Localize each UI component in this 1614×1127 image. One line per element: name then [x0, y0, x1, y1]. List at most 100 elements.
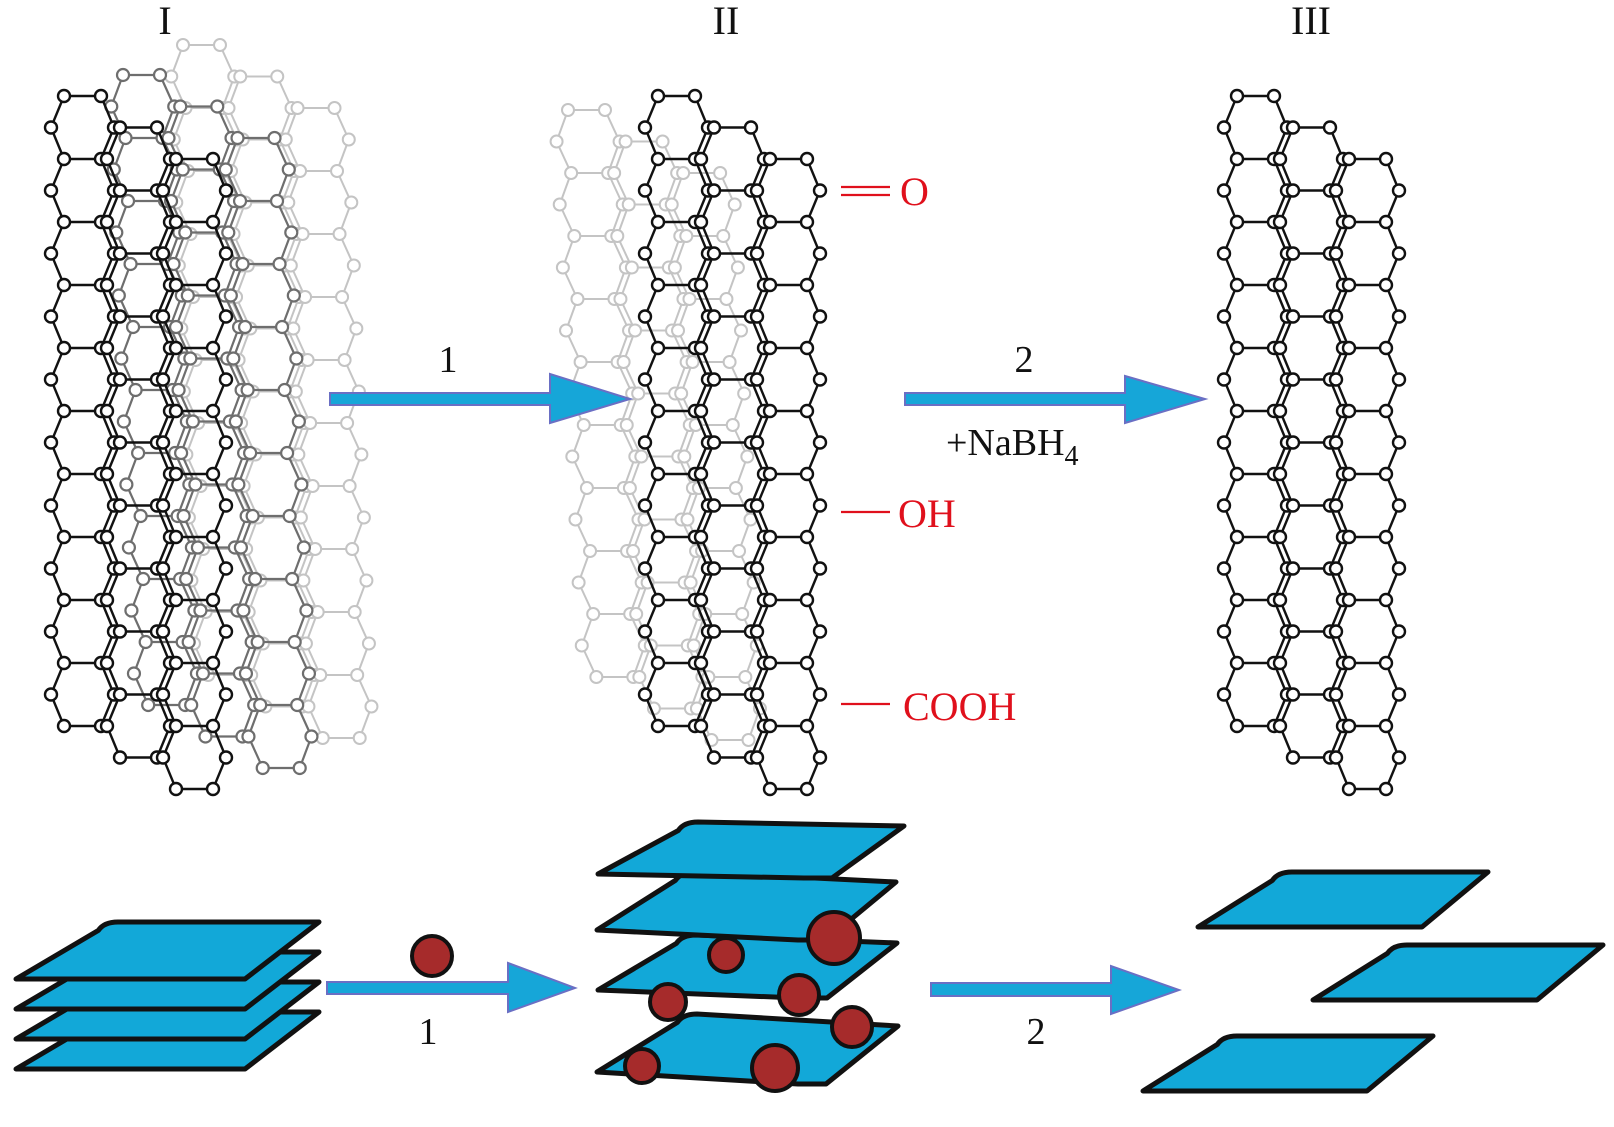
carbon-atom — [737, 386, 752, 401]
carbon-atom — [155, 687, 171, 702]
reduced-graphene-lattice — [1216, 88, 1407, 797]
carbon-atom — [637, 687, 653, 702]
carbon-atom — [799, 655, 815, 671]
lattice-layer — [1216, 88, 1407, 797]
carbon-atom — [173, 99, 188, 114]
carbon-atom — [218, 750, 234, 765]
carbon-atom — [218, 435, 234, 450]
carbon-atom — [288, 384, 303, 399]
graphite-lattice-stack — [43, 38, 379, 797]
carbon-atom — [340, 416, 355, 430]
carbon-atom — [1328, 687, 1344, 702]
carbon-atom — [679, 229, 694, 243]
carbon-atom — [112, 372, 128, 387]
graphene-oxide-lattice — [549, 88, 828, 797]
carbon-atom — [345, 542, 360, 556]
carbon-atom — [176, 508, 191, 524]
carbon-atom — [1285, 561, 1301, 576]
carbon-atom — [1229, 277, 1245, 293]
carbon-atom — [676, 166, 691, 180]
carbon-atom — [762, 403, 778, 419]
carbon-atom — [346, 258, 361, 273]
carbon-atom — [168, 319, 184, 335]
carbon-atom — [1328, 750, 1344, 765]
carbon-atom — [799, 340, 815, 356]
carbon-atom — [176, 38, 190, 52]
oxidized-sheet — [594, 1011, 901, 1087]
carbon-atom — [1328, 372, 1344, 387]
carbon-atom — [634, 449, 649, 464]
carbon-atom — [1378, 340, 1394, 356]
carbon-atom — [112, 498, 128, 513]
carbon-atom — [233, 69, 248, 84]
carbon-atom — [269, 193, 285, 209]
carbon-atom — [1216, 498, 1232, 513]
carbon-atom — [564, 166, 579, 180]
carbon-atom — [303, 416, 318, 430]
carbon-atom — [1229, 151, 1245, 167]
carbon-atom — [175, 162, 190, 177]
carbon-atom — [155, 246, 171, 261]
carbon-atom — [631, 386, 646, 401]
carbon-atom — [589, 670, 604, 684]
carbon-atom — [743, 120, 759, 135]
carbon-atom — [99, 403, 115, 419]
carbon-atom — [1391, 624, 1407, 639]
carbon-atom — [799, 277, 815, 293]
carbon-atom — [183, 351, 198, 366]
carbon-atom — [1328, 561, 1344, 576]
carbon-atom — [281, 195, 296, 210]
lattice-layer-front — [43, 88, 234, 797]
carbon-atom — [1341, 214, 1357, 230]
carbon-atom — [300, 353, 315, 367]
carbon-atom — [1272, 340, 1288, 356]
carbon-atom — [799, 592, 815, 608]
carbon-atom — [155, 435, 171, 450]
carbon-atom — [1341, 151, 1357, 167]
carbon-atom — [674, 386, 689, 401]
carbon-atom — [131, 445, 146, 461]
carbon-atom — [155, 498, 171, 513]
carbon-atom — [749, 624, 765, 639]
carbon-atom — [168, 655, 184, 671]
bottom-step-label-1: 1 — [419, 1011, 438, 1053]
carbon-atom — [1229, 214, 1245, 230]
carbon-atom — [570, 292, 585, 306]
arrow-right-icon — [329, 372, 634, 425]
carbon-atom — [1272, 403, 1288, 419]
carbon-atom — [56, 529, 72, 545]
carbon-atom — [205, 781, 221, 797]
carbon-atom — [241, 729, 256, 744]
carbon-atom — [655, 134, 670, 149]
carbon-atom — [293, 510, 308, 525]
carbon-atom — [706, 498, 722, 513]
carbon-atom — [693, 466, 709, 482]
carbon-atom — [99, 151, 115, 167]
carbon-atom — [650, 529, 666, 545]
carbon-atom — [650, 655, 666, 671]
carbon-atom — [567, 229, 582, 243]
carbon-atom — [218, 246, 234, 261]
carbon-atom — [693, 277, 709, 293]
carbon-atom — [1391, 372, 1407, 387]
carbon-atom — [43, 372, 59, 387]
group-label-O: O — [900, 169, 929, 214]
carbon-atom — [579, 481, 594, 495]
carbon-atom — [179, 571, 194, 587]
carbon-atom — [136, 571, 151, 587]
carbon-atom — [1216, 561, 1232, 576]
carbon-atom — [149, 120, 165, 135]
carbon-atom — [168, 214, 184, 230]
carbon-atom — [56, 592, 72, 608]
carbon-atom — [205, 403, 221, 419]
carbon-atom — [762, 592, 778, 608]
carbon-atom — [267, 130, 282, 146]
bottom-step-label-2: 2 — [1027, 1011, 1046, 1053]
carbon-atom — [56, 655, 72, 671]
carbon-atom — [1378, 214, 1394, 230]
carbon-atom — [616, 355, 631, 369]
carbon-atom — [749, 372, 765, 387]
carbon-atom — [626, 544, 641, 558]
carbon-atom — [725, 418, 740, 432]
carbon-atom — [232, 193, 248, 209]
